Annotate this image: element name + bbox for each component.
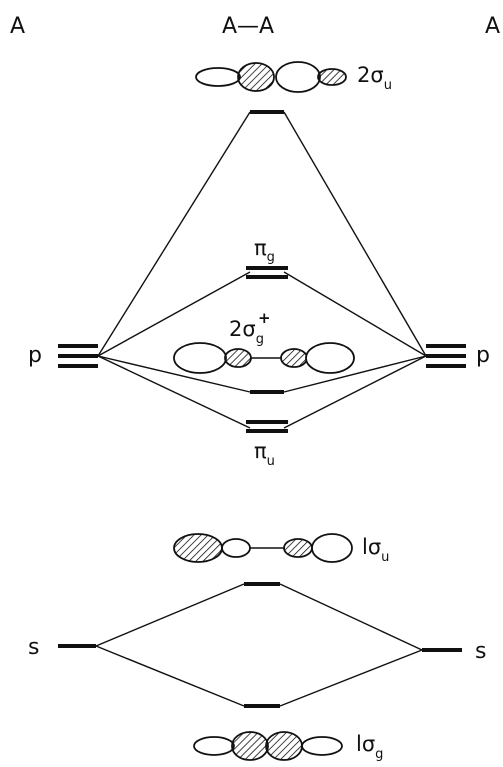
label-1sigma-g: lσg <box>356 732 383 762</box>
orbital-1sigma-u-icon <box>173 533 353 563</box>
label-2sigma-g: 2σg+ <box>229 309 271 347</box>
correlation-lines <box>95 111 427 707</box>
header-molecule: A—A <box>222 14 274 39</box>
header-atom-left: A <box>10 14 25 39</box>
right-p-levels <box>426 344 466 368</box>
left-p-levels <box>58 344 98 368</box>
label-s-left: s <box>28 635 39 660</box>
label-p-right: p <box>476 343 490 368</box>
orbital-2sigma-u-icon <box>195 61 347 93</box>
label-p-left: p <box>28 343 42 368</box>
label-pi-g: πg <box>254 236 275 265</box>
orbital-2sigma-g-icon <box>173 342 355 374</box>
label-pi-u: πu <box>254 439 275 469</box>
header-atom-right: A <box>485 14 500 39</box>
label-1sigma-u: lσu <box>362 535 389 565</box>
label-2sigma-u: 2σu <box>357 63 392 93</box>
label-s-right: s <box>475 639 486 664</box>
orbital-1sigma-g-icon <box>193 731 343 761</box>
